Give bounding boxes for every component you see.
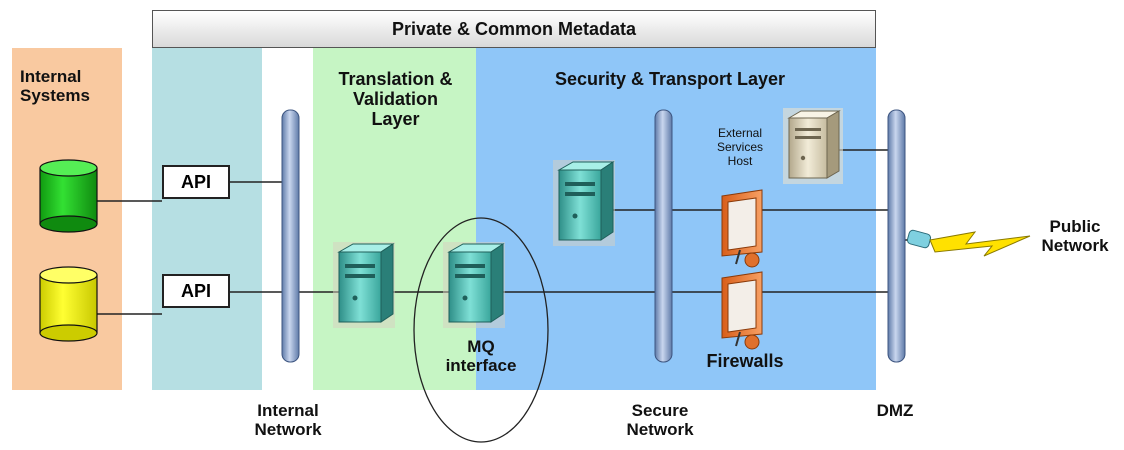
api-box: API <box>162 274 230 308</box>
external-host-server-icon <box>783 108 843 184</box>
firewall-icon <box>721 271 763 350</box>
database-icon <box>39 159 98 233</box>
dmz-label: DMZ <box>876 401 914 420</box>
database-icon <box>39 266 98 342</box>
security-layer-label: Security & Transport Layer <box>554 69 786 89</box>
server-icon <box>443 242 505 328</box>
external-services-host-label: External Services Host <box>716 126 763 168</box>
api-zone <box>152 48 262 390</box>
internal-systems-label: Internal Systems <box>20 67 90 105</box>
lightning-bolt-icon <box>929 231 1031 257</box>
security-transport-zone <box>476 48 876 390</box>
translation-layer-zone <box>313 48 476 390</box>
secure-network-label: Secure Network <box>626 401 694 439</box>
firewalls-label: Firewalls <box>706 351 784 371</box>
network-plug-icon <box>906 229 932 249</box>
dmz-network-bus <box>887 109 906 363</box>
firewall-icon <box>721 189 763 268</box>
secure-network-bus <box>654 109 673 363</box>
internal-network-label: Internal Network <box>254 401 322 439</box>
banner-title: Private & Common Metadata <box>391 18 637 39</box>
public-network-label: Public Network <box>1041 217 1109 255</box>
server-icon <box>333 242 395 328</box>
metadata-banner: Private & Common Metadata <box>152 10 876 48</box>
mq-interface-label: MQ interface <box>445 337 517 375</box>
api-box: API <box>162 165 230 199</box>
mq-interface-highlight <box>413 217 549 443</box>
server-icon <box>553 160 615 246</box>
translation-layer-label: Translation & Validation Layer <box>338 69 453 129</box>
internal-network-bus <box>281 109 300 363</box>
